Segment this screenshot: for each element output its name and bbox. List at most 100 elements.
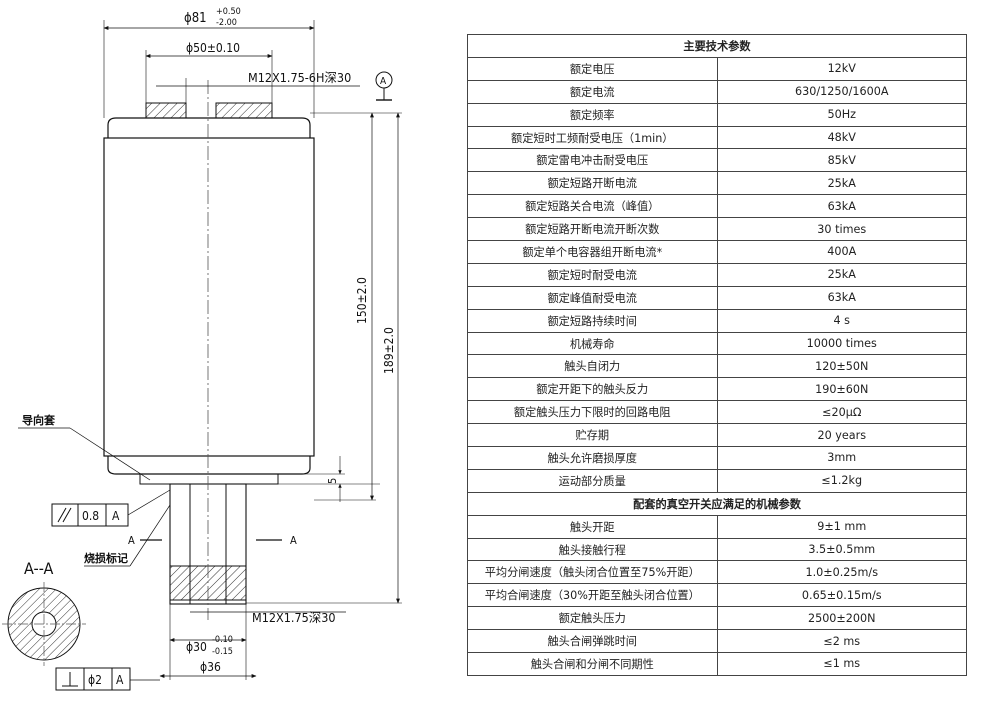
section-title: 配套的真空开关应满足的机械参数 xyxy=(467,491,967,516)
section-mark-left: A xyxy=(128,534,135,547)
param-cell: 额定短路持续时间 xyxy=(467,308,718,333)
table-section-header: 主要技术参数 xyxy=(467,34,967,58)
param-cell: 额定短路开断电流开断次数 xyxy=(467,217,718,242)
table-row: 触头合闸和分闸不同期性≤1 ms xyxy=(467,652,967,676)
param-cell: 额定短时工频耐受电压（1min） xyxy=(467,125,718,150)
value-cell: 85kV xyxy=(716,148,967,173)
wear-mark-label: 烧损标记 xyxy=(84,551,128,565)
value-cell: 48kV xyxy=(716,125,967,150)
bottom-cap xyxy=(107,456,311,475)
section-view xyxy=(2,582,86,666)
svg-text:A: A xyxy=(380,76,387,87)
param-cell: 额定短路开断电流 xyxy=(467,171,718,196)
value-cell: 63kA xyxy=(716,194,967,219)
param-cell: 额定触头压力下限时的回路电阻 xyxy=(467,400,718,425)
svg-text:-0.10: -0.10 xyxy=(212,635,233,645)
svg-text:A: A xyxy=(116,673,124,687)
dim-outer-tol-lower: -2.00 xyxy=(216,18,237,28)
dim-height-189: 189±2.0 xyxy=(382,327,396,374)
table-row: 额定短路关合电流（峰值）63kA xyxy=(467,194,967,219)
guide-sleeve xyxy=(139,473,279,485)
table-row: 运动部分质量≤1.2kg xyxy=(467,468,967,493)
value-cell: 12kV xyxy=(716,56,967,81)
value-cell: 2500±200N xyxy=(716,606,967,631)
svg-text:ϕ2: ϕ2 xyxy=(88,673,102,687)
table-row: 平均合闸速度（30%开距至触头闭合位置）0.65±0.15m/s xyxy=(467,583,967,608)
value-cell: 25kA xyxy=(716,171,967,196)
value-cell: 9±1 mm xyxy=(716,514,967,539)
top-terminal-section xyxy=(145,102,187,119)
dim-5: 5 xyxy=(326,478,339,484)
table-row: 额定短时工频耐受电压（1min）48kV xyxy=(467,125,967,150)
ceramic-body xyxy=(103,137,315,457)
param-cell: 额定短路关合电流（峰值） xyxy=(467,194,718,219)
param-cell: 额定开距下的触头反力 xyxy=(467,377,718,402)
table-row: 触头合闸弹跳时间≤2 ms xyxy=(467,629,967,654)
param-cell: 触头合闸和分闸不同期性 xyxy=(467,652,718,676)
section-title: 主要技术参数 xyxy=(467,34,967,58)
value-cell: 10000 times xyxy=(716,331,967,356)
param-cell: 额定峰值耐受电流 xyxy=(467,285,718,310)
guide-sleeve-label: 导向套 xyxy=(22,413,56,427)
thread-top: M12X1.75-6H深30 xyxy=(248,70,351,85)
dim-outer-tol-upper: +0.50 xyxy=(216,7,241,17)
value-cell: 25kA xyxy=(716,262,967,287)
table-row: 额定单个电容器组开断电流*400A xyxy=(467,240,967,264)
parallelism-frame xyxy=(51,503,129,527)
value-cell: ≤20μΩ xyxy=(716,400,967,425)
table-row: 平均分闸速度（触头闭合位置至75%开距）1.0±0.25m/s xyxy=(467,560,967,585)
param-cell: 触头合闸弹跳时间 xyxy=(467,629,718,654)
param-cell: 触头允许磨损厚度 xyxy=(467,446,718,470)
value-cell: 3mm xyxy=(716,446,967,470)
param-cell: 机械寿命 xyxy=(467,331,718,356)
value-cell: ≤1.2kg xyxy=(716,468,967,493)
svg-text:-0.15: -0.15 xyxy=(212,647,233,657)
value-cell: 0.65±0.15m/s xyxy=(716,583,967,608)
dim-flange-dia: ϕ50±0.10 xyxy=(186,41,240,55)
param-cell: 触头开距 xyxy=(467,514,718,539)
param-cell: 触头接触行程 xyxy=(467,537,718,562)
param-cell: 触头自闭力 xyxy=(467,354,718,379)
param-cell: 运动部分质量 xyxy=(467,468,718,493)
value-cell: 63kA xyxy=(716,285,967,310)
value-cell: 190±60N xyxy=(716,377,967,402)
table-row: 额定触头压力下限时的回路电阻≤20μΩ xyxy=(467,400,967,425)
value-cell: 50Hz xyxy=(716,102,967,127)
param-cell: 额定触头压力 xyxy=(467,606,718,631)
table-section-header: 配套的真空开关应满足的机械参数 xyxy=(467,491,967,516)
value-cell: 630/1250/1600A xyxy=(716,79,967,104)
section-title: A--A xyxy=(24,559,54,578)
value-cell: 400A xyxy=(716,240,967,264)
value-cell: 1.0±0.25m/s xyxy=(716,560,967,585)
value-cell: ≤2 ms xyxy=(716,629,967,654)
svg-text:0.8: 0.8 xyxy=(82,509,99,523)
value-cell: 3.5±0.5mm xyxy=(716,537,967,562)
value-cell: 4 s xyxy=(716,308,967,333)
thread-bottom: M12X1.75深30 xyxy=(252,610,336,625)
param-cell: 平均合闸速度（30%开距至触头闭合位置） xyxy=(467,583,718,608)
param-cell: 平均分闸速度（触头闭合位置至75%开距） xyxy=(467,560,718,585)
param-cell: 贮存期 xyxy=(467,423,718,448)
dim-outer-dia: ϕ81 xyxy=(184,11,207,26)
perpendicularity-frame xyxy=(55,667,131,691)
svg-text:A: A xyxy=(112,509,120,523)
section-mark-right: A xyxy=(290,534,297,547)
param-cell: 额定短时耐受电流 xyxy=(467,262,718,287)
